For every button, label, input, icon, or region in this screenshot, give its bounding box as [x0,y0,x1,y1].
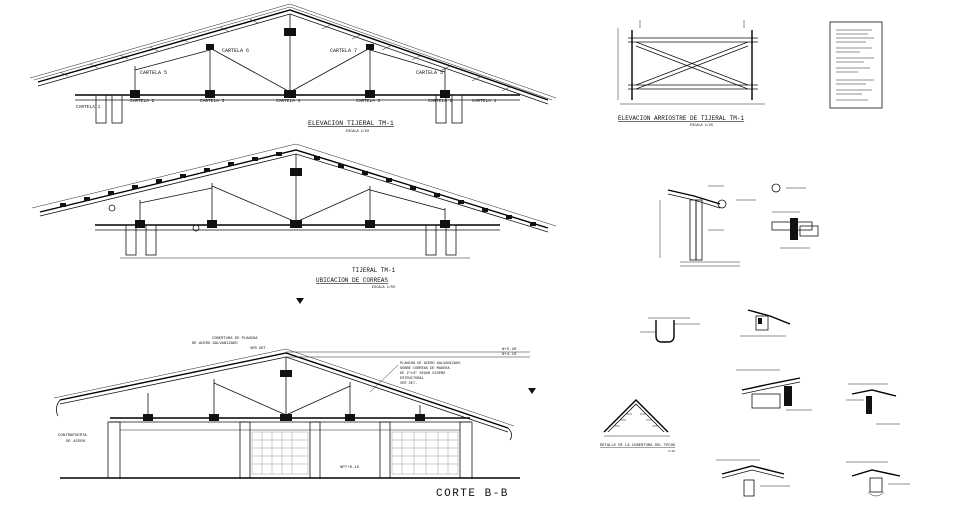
cartela-label-bottom: CARTELA 1 [76,104,101,110]
detail-small-1 [640,317,700,343]
truss-elevation-2: TIJERAL TM-1 UBICACION DE CORREAS ESCALA… [31,143,557,290]
detail-small-2 [740,309,791,337]
note-contrapuerta: DE ACERO [66,440,86,444]
cartela-label-bottom: CARTELA 2 [130,98,155,104]
detail-section-a [736,369,812,411]
detail-eave-1 [659,185,756,267]
detail-roof-cover: DETALLE DE LA COBERTURA DEL TECHO 1/10 [600,399,676,453]
bracing-elevation: ELEVACION ARRIOSTRE DE TIJERAL TM-1 ESCA… [617,20,765,128]
note-plancha: VER DET. [400,382,417,386]
detail-section-c [716,459,790,497]
note-plancha: PLANCHA DE ACERO GALVANIZADO [400,362,460,366]
drawing-title: ELEVACION TIJERAL TM-1 [308,120,394,127]
note-contrapuerta: CONTRAPUERTA [58,434,87,438]
cartela-label-top: CARTELA 6 [222,48,249,54]
drawing-scale: ESCALA 1/25 [690,123,713,128]
section-marker [528,388,536,394]
floor-level: NPT+0.15 [340,466,360,470]
notes-box [829,21,883,109]
drawing-title: TIJERAL TM-1 [352,267,396,274]
section-bb: N+5.20 N+4.10 COBERTURA DE PLANCHA DE AC… [53,337,530,500]
note-plancha: SOBRE CORREAS DE MADERA [400,367,450,371]
drawing-title: ELEVACION ARRIOSTRE DE TIJERAL TM-1 [618,115,744,122]
detail-section-d [846,461,910,497]
cartela-label-bottom: CARTELA 3 [200,98,225,104]
note-plancha: DE 2"x3" SEGUN DISEÑO [400,371,445,376]
drawing-scale: ESCALA 1/50 [372,285,395,290]
level-label: N+5.20 [502,348,517,352]
cartela-label-top: CARTELA 7 [330,48,357,54]
level-label: N+4.10 [502,353,517,357]
detail-section-b [846,383,900,425]
note-plancha: ESTRUCTURAL [400,377,424,381]
cartela-label-bottom: CARTELA 3 [356,98,381,104]
cartela-label-bottom: CARTELA 2 [428,98,453,104]
cartela-label-bottom: CARTELA 1 [472,98,497,104]
section-marker [296,298,304,304]
drawing-title: CORTE B-B [436,488,509,500]
note-cobertura: COBERTURA DE PLANCHA [212,337,258,341]
note-cobertura: DE ACERO GALVANIZADO [192,342,238,346]
cartela-label-top: CARTELA 5 [140,70,167,76]
detail-title: DETALLE DE LA COBERTURA DEL TECHO [600,444,676,448]
cartela-label-bottom: CARTELA 4 [276,98,301,104]
drawing-scale: ESCALA 1/50 [346,129,369,134]
truss-elevation-1: CARTELA 6 CARTELA 7 CARTELA 5 CARTELA 5 … [29,3,557,134]
note-cobertura: VER DET. [250,347,268,351]
detail-connection [771,183,819,249]
detail-scale: 1/10 [668,449,675,453]
cartela-label-top: CARTELA 5 [416,70,443,76]
drawing-title: UBICACION DE CORREAS [316,277,388,284]
